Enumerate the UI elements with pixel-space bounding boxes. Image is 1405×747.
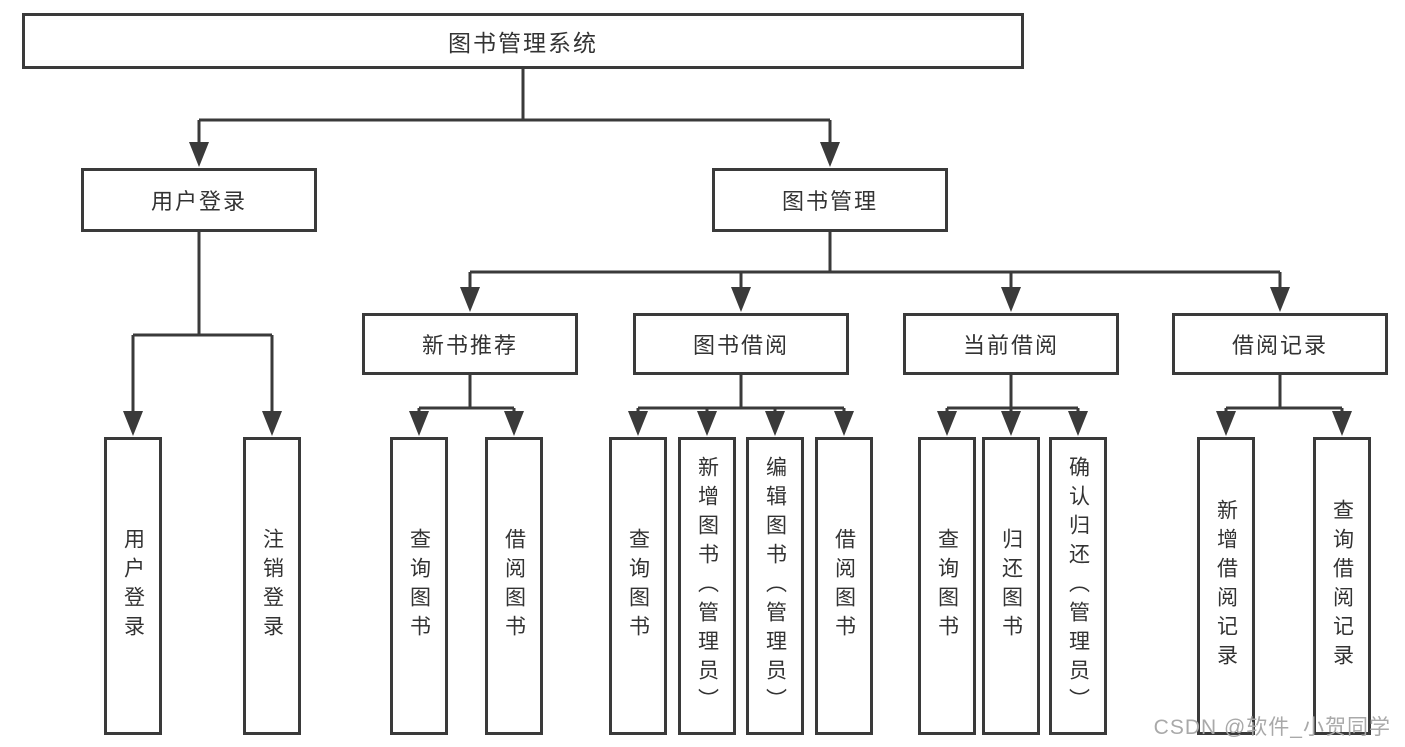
leaf-query-books-2-label: 查询图书 [626,528,650,644]
leaf-query-borrow-record: 查询借阅记录 [1313,437,1371,735]
leaf-add-books-admin-label: 新增图书（管理员） [695,455,719,717]
leaf-borrow-books-1-label: 借阅图书 [502,528,526,644]
node-book-management: 图书管理 [712,168,948,232]
leaf-add-books-admin: 新增图书（管理员） [678,437,736,735]
connector-arrowheads [123,142,1352,436]
leaf-user-login: 用户登录 [104,437,162,735]
leaf-borrow-books-2-label: 借阅图书 [832,528,856,644]
leaf-query-books-1-label: 查询图书 [407,528,431,644]
node-borrow-records: 借阅记录 [1172,313,1388,375]
leaf-user-login-label: 用户登录 [121,528,145,644]
leaf-borrow-books-1: 借阅图书 [485,437,543,735]
leaf-return-books-label: 归还图书 [999,528,1023,644]
leaf-query-books-1: 查询图书 [390,437,448,735]
node-current-borrow: 当前借阅 [903,313,1119,375]
node-root-system: 图书管理系统 [22,13,1024,69]
leaf-edit-books-admin-label: 编辑图书（管理员） [763,455,787,717]
leaf-return-books: 归还图书 [982,437,1040,735]
leaf-query-borrow-record-label: 查询借阅记录 [1330,499,1354,673]
node-user-login: 用户登录 [81,168,317,232]
leaf-query-books-2: 查询图书 [609,437,667,735]
leaf-query-books-3-label: 查询图书 [935,528,959,644]
node-book-borrow: 图书借阅 [633,313,849,375]
leaf-logout: 注销登录 [243,437,301,735]
leaf-query-books-3: 查询图书 [918,437,976,735]
leaf-add-borrow-record: 新增借阅记录 [1197,437,1255,735]
leaf-edit-books-admin: 编辑图书（管理员） [746,437,804,735]
leaf-borrow-books-2: 借阅图书 [815,437,873,735]
watermark-text: CSDN @软件_小贺同学 [1153,716,1391,739]
leaf-add-borrow-record-label: 新增借阅记录 [1214,499,1238,673]
leaf-confirm-return-admin: 确认归还（管理员） [1049,437,1107,735]
leaf-logout-label: 注销登录 [260,528,284,644]
leaf-confirm-return-admin-label: 确认归还（管理员） [1066,455,1090,717]
connector-lines [131,69,1344,416]
node-new-book-recommend: 新书推荐 [362,313,578,375]
